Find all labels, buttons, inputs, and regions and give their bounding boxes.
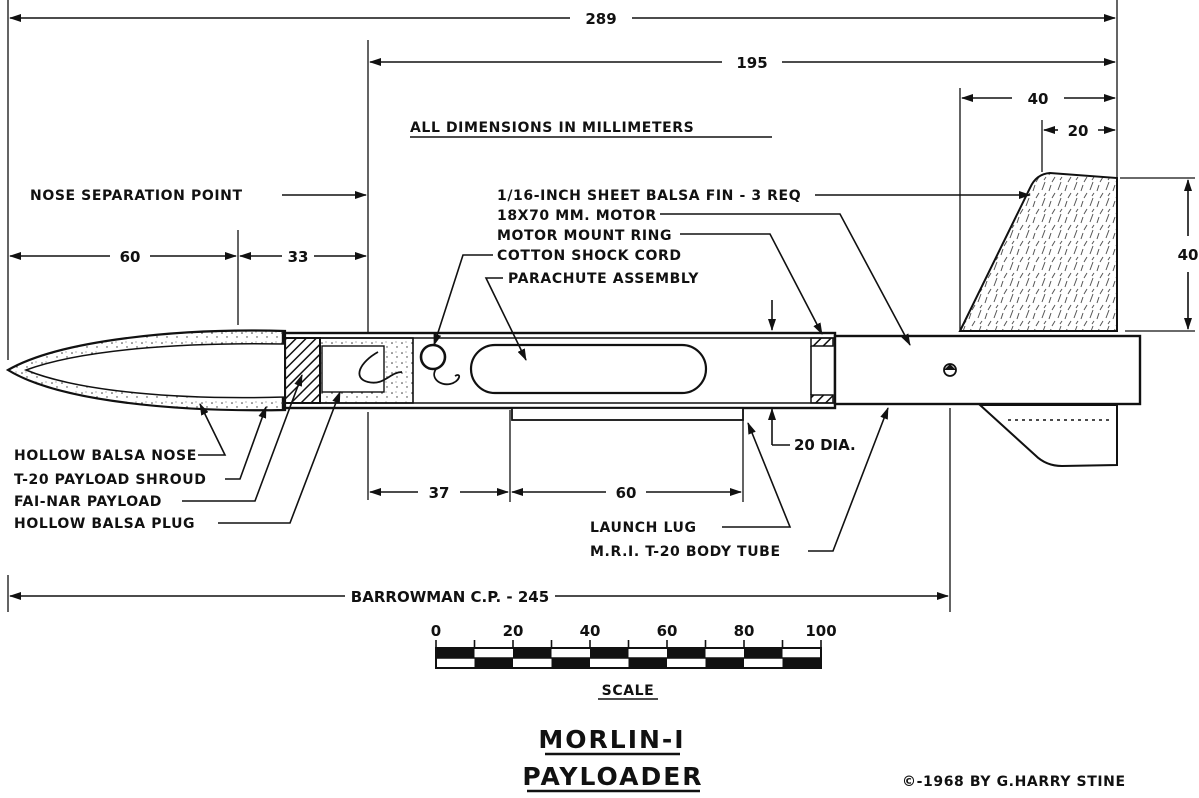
dimension-lug-length: 60 [511, 484, 742, 502]
upper-fin [958, 171, 1118, 332]
launch-lug-callout: LAUNCH LUG [590, 422, 792, 536]
rocket [5, 171, 1142, 468]
dimension-fin-span: 40 [1178, 179, 1199, 330]
scale-segment [513, 648, 552, 658]
dimension-nose-shoulder: 33 [239, 248, 367, 266]
dimension-body-section: 195 [369, 54, 1116, 72]
dimension-payload-to-lug: 37 [369, 484, 509, 502]
motor [833, 334, 1142, 406]
dimension-overall: 289 [9, 10, 1116, 28]
scale-label: SCALE [602, 683, 655, 699]
payload-shroud-callout: T-20 PAYLOAD SHROUD [14, 406, 267, 488]
fin-callout: 1/16-INCH SHEET BALSA FIN - 3 REQ [497, 188, 1031, 204]
fai-payload-callout: FAI-NAR PAYLOAD [14, 374, 303, 510]
scale-tick-label: 20 [503, 622, 524, 640]
dimension-fin-root: 40 [961, 90, 1116, 108]
motor-callout: 18X70 MM. MOTOR [497, 208, 911, 346]
body-tube-callout: M.R.I. T-20 BODY TUBE [590, 407, 889, 560]
nose-separation-label: NOSE SEPARATION POINT [30, 188, 243, 204]
payload-shroud-label: T-20 PAYLOAD SHROUD [14, 472, 206, 488]
nose-separation-callout: NOSE SEPARATION POINT [30, 188, 367, 204]
dim-cp: BARROWMAN C.P. - 245 [351, 588, 549, 606]
scale-segment [436, 648, 475, 658]
scale-segment [667, 648, 706, 658]
motor-mount-label: MOTOR MOUNT RING [497, 228, 672, 244]
scale-bar: 0 20 40 60 80 100 SCALE [431, 622, 837, 700]
dim-payload-to-lug: 37 [429, 484, 450, 502]
motor-label: 18X70 MM. MOTOR [497, 208, 657, 224]
shock-cord-label: COTTON SHOCK CORD [497, 248, 682, 264]
dim-overall: 289 [585, 10, 616, 28]
scale-segment [474, 658, 513, 668]
hollow-nose-callout: HOLLOW BALSA NOSE [14, 403, 227, 464]
motor-mount-ring-bottom [810, 394, 834, 404]
dim-fin-span: 40 [1178, 246, 1199, 264]
dim-fin-tip: 20 [1068, 122, 1089, 140]
parachute-label: PARACHUTE ASSEMBLY [508, 271, 699, 287]
balsa-plug [284, 337, 321, 404]
title-block: MORLIN-I PAYLOADER [522, 725, 703, 793]
parachute [469, 343, 708, 395]
scale-segment [551, 658, 590, 668]
scale-segment [590, 648, 629, 658]
title-line-1: MORLIN-I [538, 725, 685, 754]
scale-segment [744, 648, 783, 658]
dim-lug-length: 60 [616, 484, 637, 502]
scale-tick-label: 0 [431, 622, 441, 640]
fin-label: 1/16-INCH SHEET BALSA FIN - 3 REQ [497, 188, 801, 204]
balsa-plug-callout: HOLLOW BALSA PLUG [14, 391, 341, 532]
dim-tube-dia: 20 DIA. [794, 436, 856, 454]
lower-fin [977, 404, 1118, 468]
scale-tick-label: 80 [734, 622, 755, 640]
title-line-2: PAYLOADER [522, 762, 703, 791]
scale-segment [628, 658, 667, 668]
scale-tick-label: 100 [805, 622, 836, 640]
scale-tick-label: 40 [580, 622, 601, 640]
motor-mount-callout: MOTOR MOUNT RING [497, 228, 823, 335]
launch-lug [511, 407, 744, 421]
parachute-callout: PARACHUTE ASSEMBLY [484, 271, 699, 361]
dimension-cp: BARROWMAN C.P. - 245 [9, 588, 949, 606]
launch-lug-label: LAUNCH LUG [590, 520, 697, 536]
hollow-nose-label: HOLLOW BALSA NOSE [14, 448, 197, 464]
dim-fin-root: 40 [1028, 90, 1049, 108]
scale-segment [782, 658, 821, 668]
dim-body-section: 195 [736, 54, 767, 72]
motor-mount-ring-top [810, 337, 834, 347]
fai-payload-label: FAI-NAR PAYLOAD [14, 494, 162, 510]
body-tube-label: M.R.I. T-20 BODY TUBE [590, 544, 781, 560]
scale-segment [705, 658, 744, 668]
extension-lines [7, 0, 1195, 612]
dim-nose-shoulder: 33 [288, 248, 309, 266]
dimension-nose: 60 [9, 248, 237, 266]
balsa-plug-label: HOLLOW BALSA PLUG [14, 516, 195, 532]
dim-nose: 60 [120, 248, 141, 266]
copyright: ©-1968 BY G.HARRY STINE [902, 774, 1126, 790]
dimension-fin-tip: 20 [1043, 122, 1116, 140]
units-note: ALL DIMENSIONS IN MILLIMETERS [410, 120, 694, 136]
scale-tick-label: 60 [657, 622, 678, 640]
dimension-tube-dia: 20 DIA. [768, 300, 856, 454]
shock-cord-callout: COTTON SHOCK CORD [433, 248, 682, 346]
